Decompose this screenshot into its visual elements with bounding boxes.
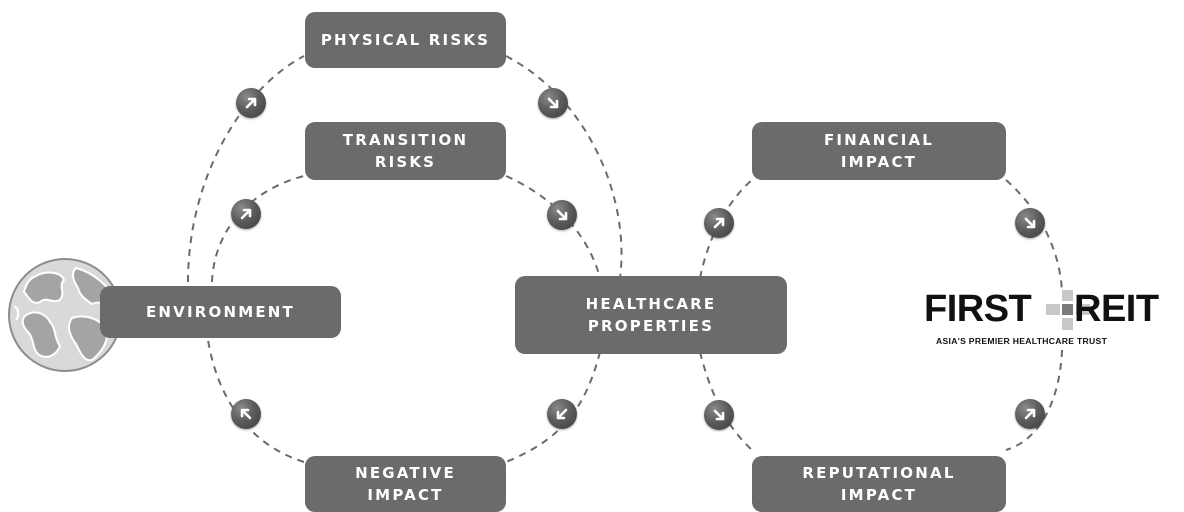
environment-box: ENVIRONMENT [100,286,341,338]
negative-impact-box: NEGATIVE IMPACT [305,456,506,512]
healthcare-properties-box: HEALTHCARE PROPERTIES [515,276,787,354]
arrow-up-right-icon [236,88,266,118]
physical-risks-label: PHYSICAL RISKS [320,31,491,49]
transition-risks-label-line2: RISKS [374,153,437,171]
arrow-up-left-icon [231,399,261,429]
transition-risks-label-line1: TRANSITION [342,131,469,149]
globe-icon [8,258,122,372]
negative-impact-label-line1: NEGATIVE [355,464,456,482]
arrow-down-right-icon [538,88,568,118]
reputational-impact-box: REPUTATIONAL IMPACT [752,456,1006,512]
path-environment-to-transition [211,175,305,283]
logo-cross-icon [1046,290,1090,330]
path-healthcare-to-financial [699,179,753,279]
path-environment-to-physical [187,55,305,283]
path-physical-to-healthcare [505,55,623,279]
arrow-up-right-icon [704,208,734,238]
path-healthcare-to-negative [505,351,601,463]
environment-label: ENVIRONMENT [145,303,295,321]
arrow-down-right-icon [1015,208,1045,238]
financial-impact-label-line1: FINANCIAL [823,131,935,149]
path-negative-to-environment [207,339,305,463]
logo-word-reit: REIT [1074,288,1159,330]
logo-word-first: FIRST [924,288,1032,330]
arrow-up-right-icon [231,199,261,229]
path-financial-to-logo [1005,179,1063,293]
healthcare-properties-label-line1: HEALTHCARE [585,295,717,313]
path-logo-to-reputational [1005,349,1063,451]
healthcare-properties-label-line2: PROPERTIES [587,317,715,335]
logo-tagline: ASIA'S PREMIER HEALTHCARE TRUST [936,336,1108,346]
arrow-down-right-icon [704,400,734,430]
arrow-down-left-icon [547,399,577,429]
physical-risks-box: PHYSICAL RISKS [305,12,506,68]
transition-risks-box: TRANSITION RISKS [305,122,506,180]
arrow-down-right-icon [547,200,577,230]
reputational-impact-label-line1: REPUTATIONAL [802,464,956,482]
arrow-up-right-icon [1015,399,1045,429]
reputational-impact-label-line2: IMPACT [840,486,918,504]
first-reit-logo: FIRST REIT ASIA'S PREMIER HEALTHCARE TRU… [924,290,1160,350]
financial-impact-box: FINANCIAL IMPACT [752,122,1006,180]
negative-impact-label-line2: IMPACT [367,486,444,504]
financial-impact-label-line2: IMPACT [840,153,918,171]
path-healthcare-to-reputational [699,351,753,451]
